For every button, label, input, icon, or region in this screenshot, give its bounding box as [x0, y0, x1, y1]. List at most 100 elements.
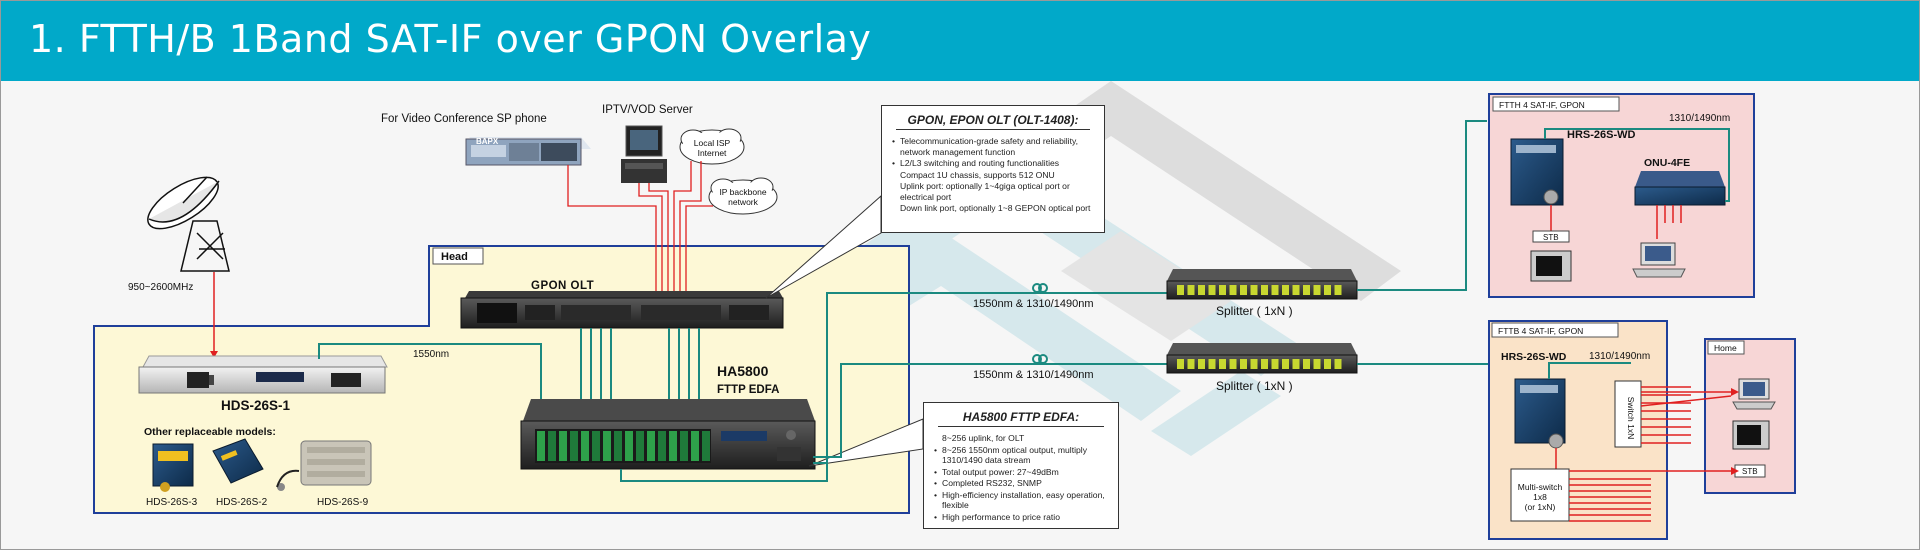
splitter-port: [1208, 285, 1216, 295]
home-feed-lines: [1569, 391, 1732, 472]
home-stb-label: STB: [1742, 467, 1758, 476]
edfa-port: [537, 431, 545, 461]
cloud-ip-backbone: [708, 177, 778, 215]
model-label-hds-26s-3: HDS-26S-3: [146, 497, 198, 508]
fttb-ms-line3: (or 1xN): [1525, 502, 1556, 512]
edfa-bottom-fiber: [620, 453, 828, 482]
splitter-port: [1198, 359, 1205, 369]
edfa-port: [658, 431, 666, 461]
iptv-label: IPTV/VOD Server: [602, 104, 693, 116]
fttb-switch-label: Switch 1xN: [1626, 397, 1636, 440]
hds-26s-1-label: HDS-26S-1: [221, 398, 291, 413]
ftth-tv-icon: [1530, 250, 1572, 282]
fiber-coil-icons: [1032, 283, 1048, 364]
splitter-port: [1292, 359, 1300, 369]
cloud-backbone-line1: IP backbone: [719, 187, 766, 197]
splitter-upper-ports: [1177, 285, 1342, 295]
splitter-port: [1334, 359, 1342, 369]
ftth-tag-label: FTTH 4 SAT-IF, GPON: [1499, 100, 1585, 110]
splitter-port: [1303, 285, 1310, 295]
satellite-feed-arrow: [210, 351, 218, 358]
page-title: 1. FTTH/B 1Band SAT-IF over GPON Overlay: [29, 17, 872, 61]
hds-26s-2-device: [212, 438, 285, 491]
splitter-port: [1334, 285, 1342, 295]
edfa-port: [691, 431, 699, 461]
splitter-port: [1240, 285, 1247, 295]
hds-fiber-label: 1550nm: [413, 349, 449, 360]
olt-info-title: GPON, EPON OLT (OLT-1408):: [896, 110, 1090, 130]
pbx-brand: BAPX: [476, 137, 499, 146]
satellite-freq-label: 950~2600MHz: [128, 282, 193, 293]
ftth-fiber-path: [1544, 128, 1730, 202]
edfa-info-title: HA5800 FTTP EDFA:: [938, 407, 1104, 427]
splitter-port: [1313, 359, 1321, 369]
splitter-port: [1219, 359, 1226, 369]
satellite-dish: [147, 176, 230, 272]
cloud-isp-line2: Internet: [698, 148, 727, 158]
cloud-local-isp: [679, 128, 745, 165]
ftth-onu-outputs: [1656, 205, 1682, 223]
splitter-port: [1177, 359, 1184, 369]
splitter-port: [1271, 359, 1279, 369]
edfa-info-item: Completed RS232, SNMP: [934, 478, 1118, 489]
head-label: Head: [441, 251, 468, 263]
ftth-pc-icon: [1632, 242, 1686, 278]
edfa-info-list: 8~256 uplink, for OLT 8~256 1550nm optic…: [924, 433, 1118, 522]
fttb-wave-label: 1310/1490nm: [1589, 351, 1650, 362]
olt-info-box: GPON, EPON OLT (OLT-1408): Telecommunica…: [881, 105, 1105, 233]
olt-info-item: Uplink port: optionally 1~4giga optical …: [900, 181, 1070, 202]
edfa-port: [669, 431, 677, 461]
splitter-port: [1198, 285, 1205, 295]
model-label-hds-26s-9: HDS-26S-9: [317, 497, 369, 508]
splitter-port: [1313, 285, 1321, 295]
model-label-hds-26s-2: HDS-26S-2: [216, 497, 268, 508]
edfa-port-array: [537, 431, 710, 461]
hds-26s-1-device: [138, 355, 388, 394]
splitter-lower-ports: [1177, 359, 1342, 369]
other-models-title: Other replaceable models:: [144, 426, 276, 438]
olt-uplink-lines: [567, 161, 713, 301]
gpon-olt-label: GPON OLT: [531, 280, 594, 292]
edfa-info-item: Total output power: 27~49dBm: [934, 467, 1118, 478]
edfa-port: [548, 431, 556, 461]
edfa-port: [680, 431, 688, 461]
gpon-olt-device: [460, 291, 784, 329]
home-pc-icon: [1732, 378, 1776, 410]
splitter-port: [1261, 285, 1268, 295]
edfa-info-box: HA5800 FTTP EDFA: 8~256 uplink, for OLT …: [923, 402, 1119, 529]
fttb-ms-line2: 1x8: [1533, 492, 1547, 502]
hds-26s-9-device: [276, 440, 372, 488]
fttb-tag: [1491, 322, 1619, 338]
edfa-port: [559, 431, 567, 461]
ftth-wave-label: 1310/1490nm: [1669, 113, 1730, 124]
fttb-device-label: HRS-26S-WD: [1501, 351, 1567, 363]
pbx-label: For Video Conference SP phone: [381, 113, 547, 125]
splitter-port: [1219, 285, 1226, 295]
edfa-port: [581, 431, 589, 461]
edfa-port: [570, 431, 578, 461]
pbx-device: [465, 137, 591, 166]
trunk-fibers: [813, 292, 1169, 464]
splitter-port: [1187, 285, 1195, 295]
head-tag: [432, 247, 484, 265]
olt-info-item: L2/L3 switching and routing functionalit…: [892, 158, 1104, 169]
edfa-port: [702, 431, 710, 461]
home-tv-icon: [1732, 420, 1770, 450]
edfa-port: [614, 431, 622, 461]
cloud-backbone-line2: network: [728, 197, 759, 207]
splitter-upper-label: Splitter ( 1xN ): [1216, 304, 1293, 318]
fttb-multiswitch-outputs: [1569, 478, 1651, 522]
edfa-info-item: High performance to price ratio: [934, 512, 1118, 523]
edfa-info-item: 8~256 uplink, for OLT: [942, 433, 1025, 443]
ftth-stb-label: STB: [1543, 233, 1559, 242]
edfa-port: [636, 431, 644, 461]
hds-26s-3-device: [152, 443, 194, 492]
splitter-port: [1324, 285, 1331, 295]
ftth-onu-device: [1634, 171, 1726, 206]
ftth-device-label: HRS-26S-WD: [1567, 129, 1636, 141]
splitter-port: [1324, 359, 1331, 369]
edfa-info-item: High-efficiency installation, easy opera…: [934, 490, 1118, 511]
cloud-isp-line1: Local ISP: [694, 138, 731, 148]
